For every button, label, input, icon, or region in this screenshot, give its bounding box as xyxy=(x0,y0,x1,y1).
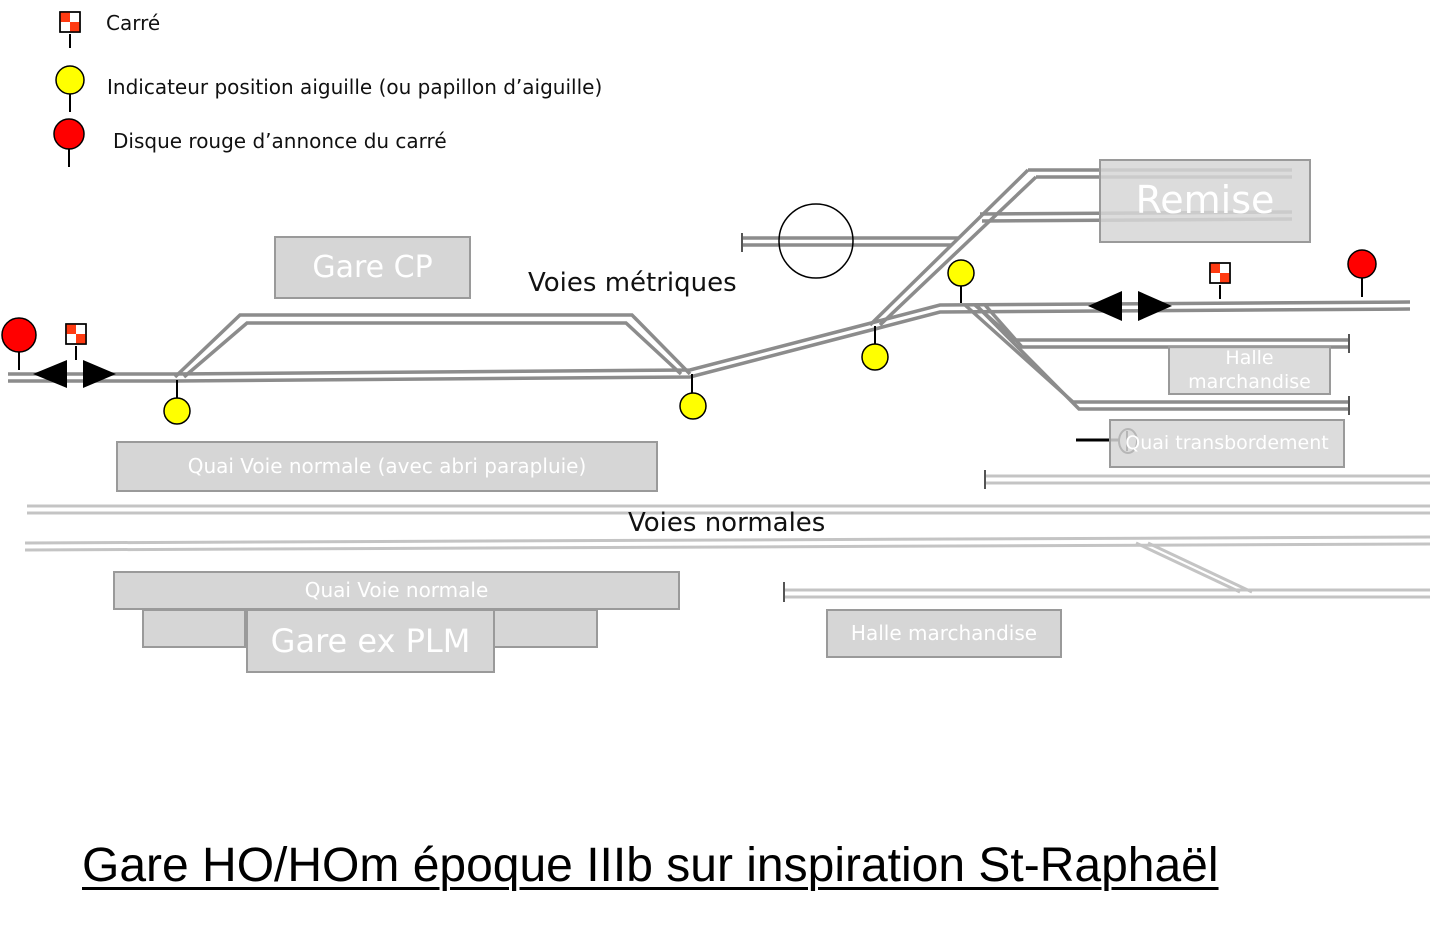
voies-metriques-label: Voies métriques xyxy=(528,268,737,298)
normal-switch-diag-rail-a xyxy=(1135,541,1241,594)
turntable-icon xyxy=(778,203,854,279)
metric-main-rail-a xyxy=(8,300,1411,376)
gare-ex-plm-building: Gare ex PLM xyxy=(246,609,495,673)
legend-disque-label: Disque rouge d’annonce du carré xyxy=(113,129,447,153)
gare-ex-plm-wing-left xyxy=(142,609,246,648)
voies-normales-label: Voies normales xyxy=(628,508,826,538)
halle-marchandise-metrique-building: Halle marchandise xyxy=(1168,346,1331,395)
direction-arrow-icon xyxy=(33,291,1172,388)
metric-diag-rail-a xyxy=(868,168,1030,327)
metric-siding-lower-rail-b xyxy=(974,303,1350,411)
switch-indicator-icon xyxy=(679,374,707,420)
red-disc-signal-icon xyxy=(1,317,37,370)
carre-signal-icon xyxy=(65,323,87,361)
legend-indicateur-label: Indicateur position aiguille (ou papillo… xyxy=(107,75,603,99)
normal-buffer-stops xyxy=(783,470,986,602)
metric-loop-rail-a xyxy=(173,313,692,379)
quai-voie-normale: Quai Voie normale xyxy=(113,571,680,610)
switch-indicator-icon xyxy=(947,259,975,303)
carre-signal-icon xyxy=(1209,262,1231,300)
switch-indicator-icon xyxy=(55,65,85,112)
quai-transbordement: Quai transbordement xyxy=(1109,419,1345,468)
red-disc-signal-icon xyxy=(53,118,85,167)
legend-carre-label: Carré xyxy=(106,11,161,35)
diagram-title: Gare HO/HOm époque IIIb sur inspiration … xyxy=(82,839,1219,892)
metric-diag-rail-b xyxy=(878,175,1038,327)
metric-buffer-stops xyxy=(741,233,1350,415)
metric-main-rail-b xyxy=(8,307,1411,383)
gare-ex-plm-wing-right xyxy=(493,609,598,648)
switch-indicator-icon xyxy=(163,380,191,425)
quai-voie-normale-abri: Quai Voie normale (avec abri parapluie) xyxy=(116,441,658,492)
normal-track-2-rail-b xyxy=(24,542,1431,552)
carre-signal-icon xyxy=(59,11,81,49)
red-disc-signal-icon xyxy=(1347,249,1377,297)
normal-track-2-rail-a xyxy=(24,535,1431,545)
normal-gauge-tracks xyxy=(24,474,1431,599)
normal-switch-diag-rail-b xyxy=(1147,541,1253,594)
gare-cp-building: Gare CP xyxy=(274,236,471,299)
metric-loop-rail-b xyxy=(182,321,683,379)
halle-marchandise-building: Halle marchandise xyxy=(826,609,1062,658)
remise-building: Remise xyxy=(1099,159,1311,243)
switch-indicator-icon xyxy=(861,326,889,371)
